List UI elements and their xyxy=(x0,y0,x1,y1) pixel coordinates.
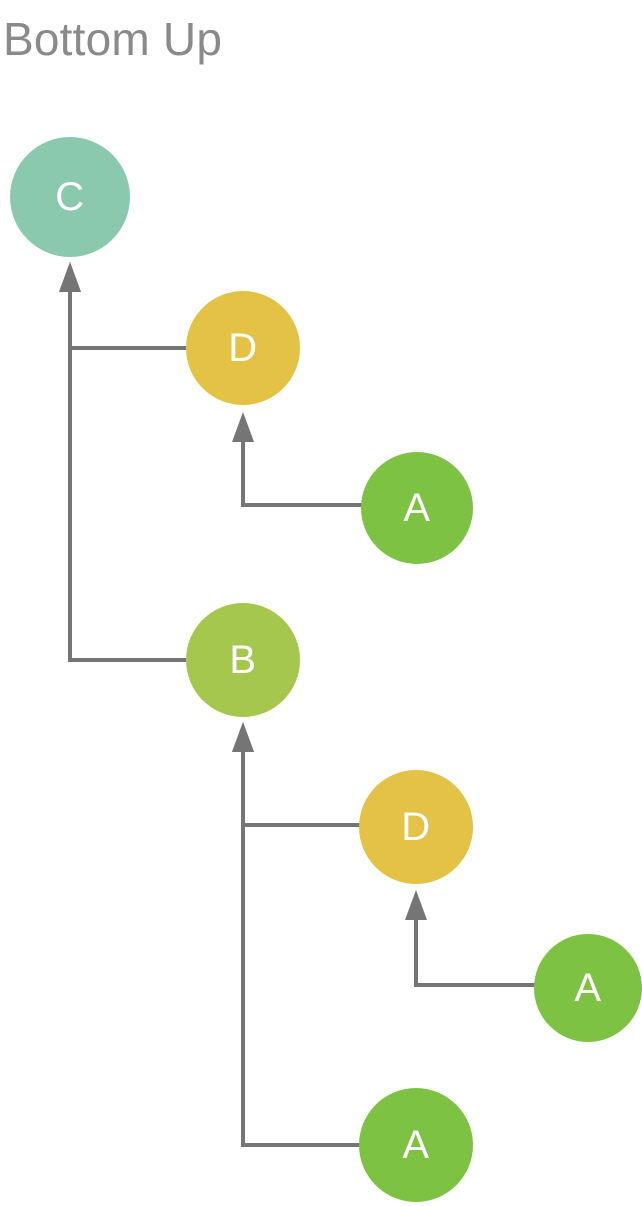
graph-edge xyxy=(405,890,536,987)
node-label: A xyxy=(402,1123,430,1167)
graph-node-a[interactable]: A xyxy=(361,452,473,564)
graph-node-a[interactable]: A xyxy=(359,1088,473,1202)
graph-node-d[interactable]: D xyxy=(186,291,300,405)
graph-edge xyxy=(232,722,360,827)
edge-arrowhead-icon xyxy=(59,262,81,292)
node-label: D xyxy=(228,326,258,370)
node-label: C xyxy=(55,175,85,219)
edge-line xyxy=(68,292,186,350)
edge-arrowhead-icon xyxy=(232,722,254,752)
graph-edge xyxy=(232,722,360,1147)
graph-node-d[interactable]: D xyxy=(359,770,473,884)
graph-node-b[interactable]: B xyxy=(186,603,300,717)
node-label: A xyxy=(574,966,602,1010)
page-title: Bottom Up xyxy=(3,13,223,65)
edge-line xyxy=(241,442,362,507)
graph-edge xyxy=(232,412,362,507)
edge-line xyxy=(68,292,186,662)
node-label: A xyxy=(403,486,431,530)
node-label: B xyxy=(229,638,257,682)
node-label: D xyxy=(401,805,431,849)
graph-node-a[interactable]: A xyxy=(534,934,642,1042)
graph-edge xyxy=(59,262,186,350)
edge-line xyxy=(241,752,360,827)
graph-edge xyxy=(59,262,186,662)
edge-arrowhead-icon xyxy=(232,412,254,442)
edge-arrowhead-icon xyxy=(405,890,427,920)
edge-line xyxy=(414,920,536,987)
graph-node-c[interactable]: C xyxy=(10,137,130,257)
edge-line xyxy=(241,752,360,1147)
